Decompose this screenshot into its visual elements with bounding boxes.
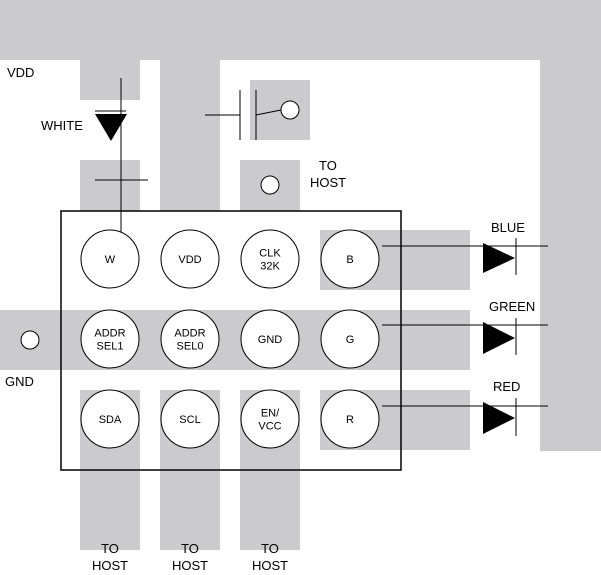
pad-addr-sel0 bbox=[160, 309, 220, 369]
pad-label-addr-sel1: SEL1 bbox=[97, 341, 124, 353]
label-gnd: GND bbox=[5, 374, 34, 389]
pad-scl bbox=[160, 389, 220, 449]
vdd-plane-right bbox=[540, 0, 601, 451]
pad-label-scl: SCL bbox=[179, 414, 200, 426]
pad-gnd bbox=[240, 309, 300, 369]
pad-addr-sel1 bbox=[80, 309, 140, 369]
pad-b bbox=[320, 229, 380, 289]
red-led-symbol bbox=[382, 398, 548, 436]
label-to-host-en-line1: TO bbox=[261, 541, 279, 556]
pad-label-sda: SDA bbox=[99, 414, 122, 426]
blue-led-symbol bbox=[382, 238, 548, 275]
pad-label-w: W bbox=[105, 254, 116, 266]
pad-w bbox=[80, 229, 140, 289]
pad-clk-32k bbox=[240, 229, 300, 289]
pad-label-r: R bbox=[346, 414, 354, 426]
pad-label-clk-32k: 32K bbox=[260, 261, 280, 273]
pad-label-b: B bbox=[346, 254, 353, 266]
green-led-symbol bbox=[382, 318, 548, 355]
via-clk-cap bbox=[280, 100, 300, 120]
w-trace bbox=[80, 160, 140, 211]
pad-label-en-vcc: VCC bbox=[258, 421, 281, 433]
pad-label-vdd: VDD bbox=[178, 254, 201, 266]
white-led-symbol bbox=[95, 78, 148, 240]
capacitor-symbol bbox=[205, 90, 282, 140]
vdd-plane-top bbox=[0, 0, 601, 60]
label-vdd: VDD bbox=[7, 65, 34, 80]
label-to-host-sda-line1: TO bbox=[101, 541, 119, 556]
label-blue: BLUE bbox=[491, 220, 525, 235]
label-to-host-scl-line1: TO bbox=[181, 541, 199, 556]
label-to-host-scl-line2: HOST bbox=[172, 558, 208, 573]
label-green: GREEN bbox=[489, 299, 535, 314]
pad-r bbox=[320, 389, 380, 449]
label-to-host-en-line2: HOST bbox=[252, 558, 288, 573]
label-to-host-clk-line1: TO bbox=[319, 158, 337, 173]
label-to-host-sda-line2: HOST bbox=[92, 558, 128, 573]
label-white: WHITE bbox=[41, 118, 83, 133]
label-red: RED bbox=[493, 379, 520, 394]
gnd-trace bbox=[0, 310, 470, 370]
pad-label-addr-sel1: ADDR bbox=[94, 328, 125, 340]
pad-en-vcc bbox=[240, 389, 300, 449]
pad-g bbox=[320, 309, 380, 369]
pad-label-addr-sel0: SEL0 bbox=[177, 341, 204, 353]
vdd-trace-col2 bbox=[160, 60, 220, 211]
pad-label-addr-sel0: ADDR bbox=[174, 328, 205, 340]
via-gnd bbox=[20, 330, 40, 350]
vdd-stub-left bbox=[80, 60, 140, 100]
via-to-host-clk bbox=[260, 175, 280, 195]
pad-vdd bbox=[160, 229, 220, 289]
label-to-host-clk-line2: HOST bbox=[310, 175, 346, 190]
pad-label-g: G bbox=[346, 334, 355, 346]
pad-sda bbox=[80, 389, 140, 449]
pad-label-en-vcc: EN/ bbox=[261, 408, 280, 420]
pad-label-clk-32k: CLK bbox=[259, 248, 281, 260]
pad-label-gnd: GND bbox=[258, 334, 283, 346]
package-outline bbox=[60, 210, 402, 471]
